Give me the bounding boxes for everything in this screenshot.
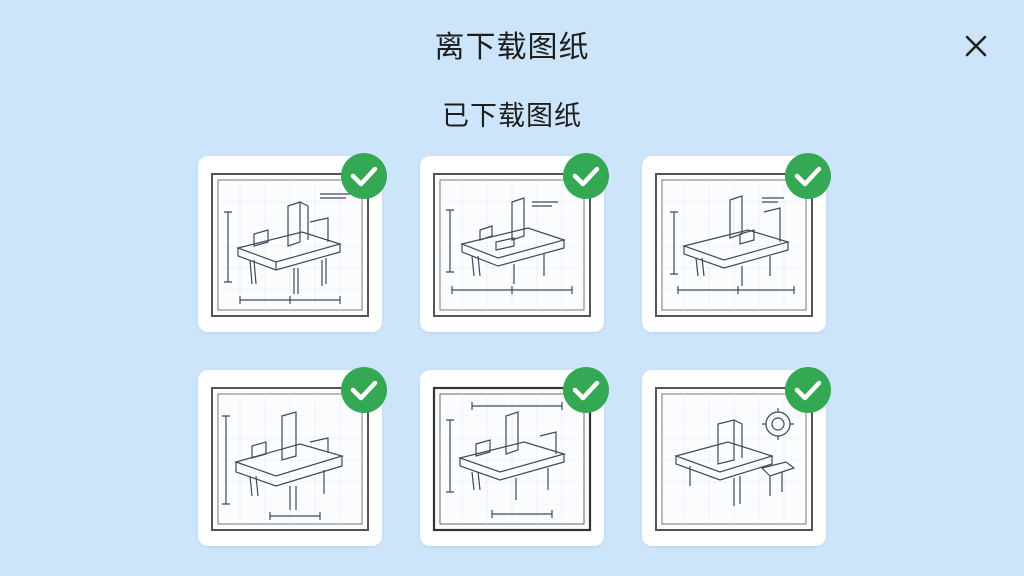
drawing-card[interactable] bbox=[642, 367, 831, 546]
blueprint-drawing-icon bbox=[433, 173, 591, 317]
check-badge-icon bbox=[785, 367, 831, 413]
blueprint-drawing-icon bbox=[432, 386, 592, 532]
blueprint-drawing-icon bbox=[211, 173, 369, 317]
drawing-card[interactable] bbox=[198, 367, 387, 546]
check-badge-icon bbox=[341, 367, 387, 413]
close-icon bbox=[965, 35, 987, 57]
dialog-title: 离下载图纸 bbox=[434, 30, 590, 65]
drawing-card[interactable] bbox=[642, 153, 831, 332]
drawing-grid bbox=[198, 153, 831, 546]
blueprint-drawing-icon bbox=[211, 387, 369, 531]
section-title: 已下载图纸 bbox=[442, 101, 582, 132]
check-badge-icon bbox=[563, 153, 609, 199]
drawing-card[interactable] bbox=[420, 153, 609, 332]
check-badge-icon bbox=[341, 153, 387, 199]
drawing-card[interactable] bbox=[198, 153, 387, 332]
blueprint-drawing-icon bbox=[655, 387, 813, 531]
drawing-card[interactable] bbox=[420, 367, 609, 546]
check-badge-icon bbox=[785, 153, 831, 199]
close-button[interactable] bbox=[958, 28, 994, 64]
blueprint-drawing-icon bbox=[655, 173, 813, 317]
check-badge-icon bbox=[563, 367, 609, 413]
